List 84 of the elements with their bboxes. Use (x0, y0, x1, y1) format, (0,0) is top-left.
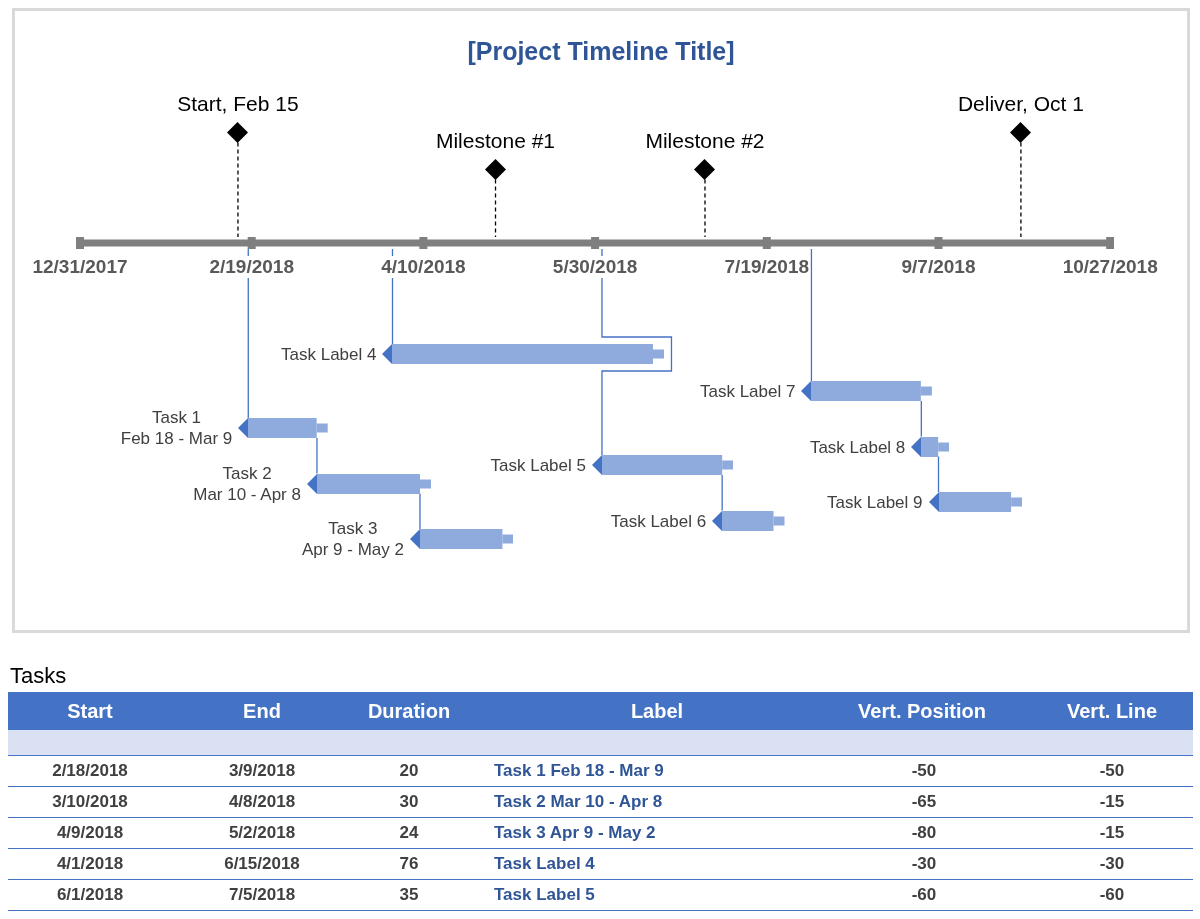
chart-title: [Project Timeline Title] (467, 36, 735, 66)
column-header: End (243, 699, 281, 723)
task-bar (306, 473, 431, 494)
task-bar (911, 436, 950, 457)
milestone-label: Milestone #1 (435, 127, 556, 153)
dashed-line (704, 178, 706, 238)
task-label: Task 1 (151, 407, 202, 428)
duration-value: 35 (399, 884, 419, 905)
duration-value: 20 (399, 760, 419, 781)
column-header: Vert. Position (858, 699, 986, 723)
vertical-line-value: -50 (1099, 760, 1125, 781)
start-date: 4/1/2018 (56, 853, 124, 874)
task-label: Task 2 (222, 462, 272, 484)
task-label-value: Task 3 Apr 9 - May 2 (494, 822, 656, 843)
task-bar (591, 455, 734, 475)
task-label-value: Task Label 4 (494, 853, 595, 874)
axis-date-label: 4/10/2018 (381, 256, 466, 278)
date-range: Feb 18 - Mar 9 (120, 428, 233, 449)
connector-line (247, 248, 249, 419)
vertical-line-value: -30 (1099, 853, 1125, 874)
end-date: 4/8/2018 (228, 791, 296, 812)
connector-line (920, 400, 922, 438)
task-label: Task Label 9 (827, 491, 923, 513)
dashed-line (494, 178, 497, 238)
task-label: Task Label 5 (490, 454, 586, 476)
task-label: Task 3 (328, 518, 378, 539)
milestone-label: Milestone #2 (645, 127, 765, 153)
connector-line (810, 248, 813, 382)
task-bar (928, 492, 1022, 512)
vertical-position-value: -60 (911, 884, 937, 905)
task-label: Task Label 7 (700, 380, 796, 402)
end-date: 6/15/2018 (224, 853, 300, 874)
vertical-position-value: -65 (911, 791, 937, 812)
vertical-line-value: -15 (1099, 791, 1125, 812)
dashed-line (237, 141, 239, 238)
connector-line (721, 474, 723, 512)
task-bar (801, 381, 933, 401)
axis-date-label: 5/30/2018 (552, 256, 638, 278)
connector-line (937, 455, 940, 493)
task-label: Task Label 8 (809, 436, 906, 457)
milestone-label: Deliver, Oct 1 (957, 90, 1084, 116)
vertical-line-value: -60 (1099, 884, 1125, 905)
task-label-value: Task 2 Mar 10 - Apr 8 (494, 791, 663, 812)
start-date: 3/10/2018 (52, 791, 128, 812)
connector-line (601, 248, 673, 456)
column-header: Vert. Line (1067, 699, 1157, 723)
end-date: 3/9/2018 (228, 760, 296, 781)
start-date: 6/1/2018 (56, 884, 124, 905)
column-header: Duration (367, 699, 451, 723)
timeline-axis (76, 237, 1115, 249)
connector-line (419, 492, 421, 530)
date-range: Mar 10 - Apr 8 (193, 483, 301, 505)
column-header: Start (67, 699, 113, 723)
milestone-label: Start, Feb 15 (177, 90, 299, 116)
connector-line (316, 437, 318, 475)
axis-date-label: 2/19/2018 (209, 256, 294, 278)
end-date: 5/2/2018 (228, 822, 296, 843)
duration-value: 30 (399, 791, 419, 812)
table-title: Tasks (10, 663, 67, 689)
milestone-diamond (694, 158, 716, 180)
milestone-diamond (485, 158, 506, 180)
date-range: Apr 9 - May 2 (301, 539, 404, 560)
vertical-line-value: -15 (1099, 822, 1125, 843)
task-bar (238, 418, 328, 438)
vertical-position-value: -50 (911, 760, 937, 781)
vertical-position-value: -80 (911, 822, 937, 843)
task-label: Task Label 4 (281, 343, 377, 365)
task-bar (409, 529, 514, 549)
task-bar (712, 510, 785, 531)
vertical-position-value: -30 (911, 853, 937, 874)
dashed-line (1020, 141, 1022, 238)
milestone-diamond (1010, 121, 1032, 143)
duration-value: 76 (399, 853, 419, 874)
task-label: Task Label 6 (610, 510, 707, 531)
connector-line (391, 248, 394, 345)
task-label-value: Task 1 Feb 18 - Mar 9 (494, 760, 664, 781)
end-date: 7/5/2018 (228, 884, 296, 905)
start-date: 2/18/2018 (52, 760, 128, 781)
start-date: 4/9/2018 (56, 822, 124, 843)
task-bar (382, 344, 665, 364)
column-header: Label (630, 699, 684, 723)
duration-value: 24 (399, 822, 419, 843)
task-label-value: Task Label 5 (494, 884, 595, 905)
milestone-diamond (227, 121, 249, 143)
